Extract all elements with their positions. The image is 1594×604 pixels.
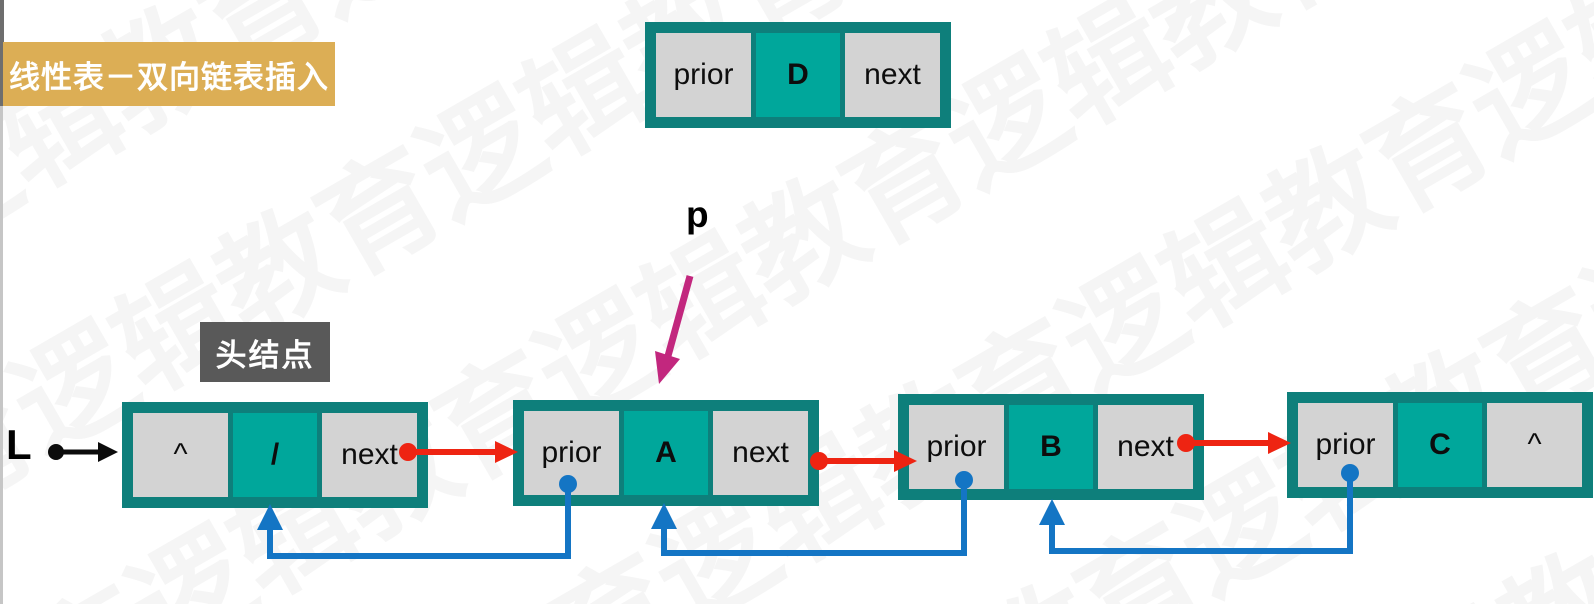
- node-c-cell-next: ^: [1487, 403, 1582, 487]
- left-edge-bar-dark: [0, 0, 4, 106]
- node-b-cell-data: B: [1009, 405, 1093, 489]
- node-b-cell-prior: prior: [909, 405, 1004, 489]
- node-d-cell-next: next: [845, 33, 940, 117]
- left-edge-bar-light: [0, 106, 3, 604]
- node-head-cell-data: /: [233, 413, 317, 497]
- node-a-cell-data: A: [624, 411, 708, 495]
- p-pointer-label: p: [686, 194, 709, 235]
- node-b-cell-next: next: [1098, 405, 1193, 489]
- node-head-cell-next: next: [322, 413, 417, 497]
- node-a-cell-prior: prior: [524, 411, 619, 495]
- list-pointer-label: L: [6, 421, 32, 468]
- node-a-cell-next: next: [713, 411, 808, 495]
- title-banner: 线性表－双向链表插入: [3, 42, 335, 106]
- node-c-cell-data: C: [1398, 403, 1482, 487]
- head-node-label: 头结点: [200, 322, 330, 382]
- node-d-cell-data: D: [756, 33, 840, 117]
- node-c-cell-prior: prior: [1298, 403, 1393, 487]
- node-head: ^/next: [122, 402, 428, 508]
- node-head-cell-prior: ^: [133, 413, 228, 497]
- node-d-cell-prior: prior: [656, 33, 751, 117]
